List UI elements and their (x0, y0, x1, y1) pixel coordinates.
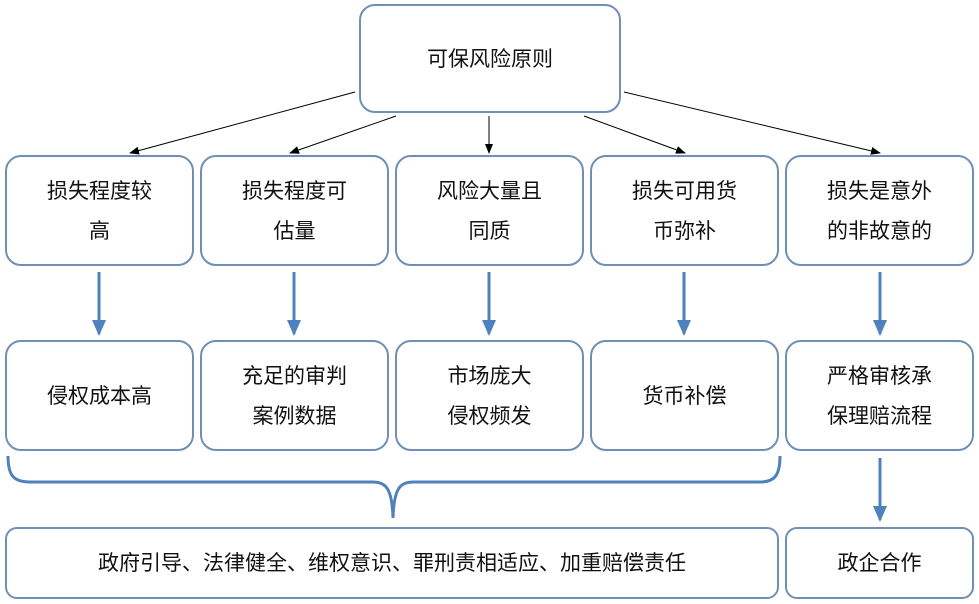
condition-box-2: 损失程度可 估量 (200, 155, 389, 266)
root-box: 可保风险原则 (359, 4, 621, 113)
group-bracket (6, 455, 782, 519)
condition-label-4: 损失可用货 币弥补 (632, 178, 737, 243)
outcome-box-left: 政府引导、法律健全、维权意识、罪刑责相适应、加重赔偿责任 (5, 527, 779, 599)
effect-label-5: 严格审核承 保理赔流程 (827, 363, 932, 428)
condition-box-4: 损失可用货 币弥补 (590, 155, 779, 266)
effect-box-1: 侵权成本高 (5, 340, 194, 451)
condition-box-5: 损失是意外 的非故意的 (785, 155, 974, 266)
effect-label-1: 侵权成本高 (47, 383, 152, 408)
arrow-root-to-condition-1 (129, 91, 356, 155)
condition-label-5: 损失是意外 的非故意的 (827, 178, 932, 243)
arrow-root-to-condition-4 (583, 115, 686, 154)
condition-label-1: 损失程度较 高 (47, 178, 152, 243)
effect-box-2: 充足的审判 案例数据 (200, 340, 389, 451)
arrow-root-to-condition-5 (623, 91, 881, 155)
effect-label-4: 货币补偿 (642, 383, 727, 408)
condition-box-3: 风险大量且 同质 (395, 155, 584, 266)
condition-label-3: 风险大量且 同质 (437, 178, 542, 243)
effect-box-4: 货币补偿 (590, 340, 779, 451)
effect-box-5: 严格审核承 保理赔流程 (785, 340, 974, 451)
outcome-box-right: 政企合作 (785, 527, 974, 599)
arrow-root-to-condition-2 (289, 115, 397, 154)
condition-label-2: 损失程度可 估量 (242, 178, 347, 243)
condition-box-1: 损失程度较 高 (5, 155, 194, 266)
outcome-label-right: 政企合作 (837, 551, 922, 575)
effect-box-3: 市场庞大 侵权频发 (395, 340, 584, 451)
root-label: 可保风险原则 (427, 46, 553, 71)
outcome-label-left: 政府引导、法律健全、维权意识、罪刑责相适应、加重赔偿责任 (98, 551, 686, 575)
effect-label-2: 充足的审判 案例数据 (242, 363, 347, 428)
effect-label-3: 市场庞大 侵权频发 (447, 363, 532, 428)
